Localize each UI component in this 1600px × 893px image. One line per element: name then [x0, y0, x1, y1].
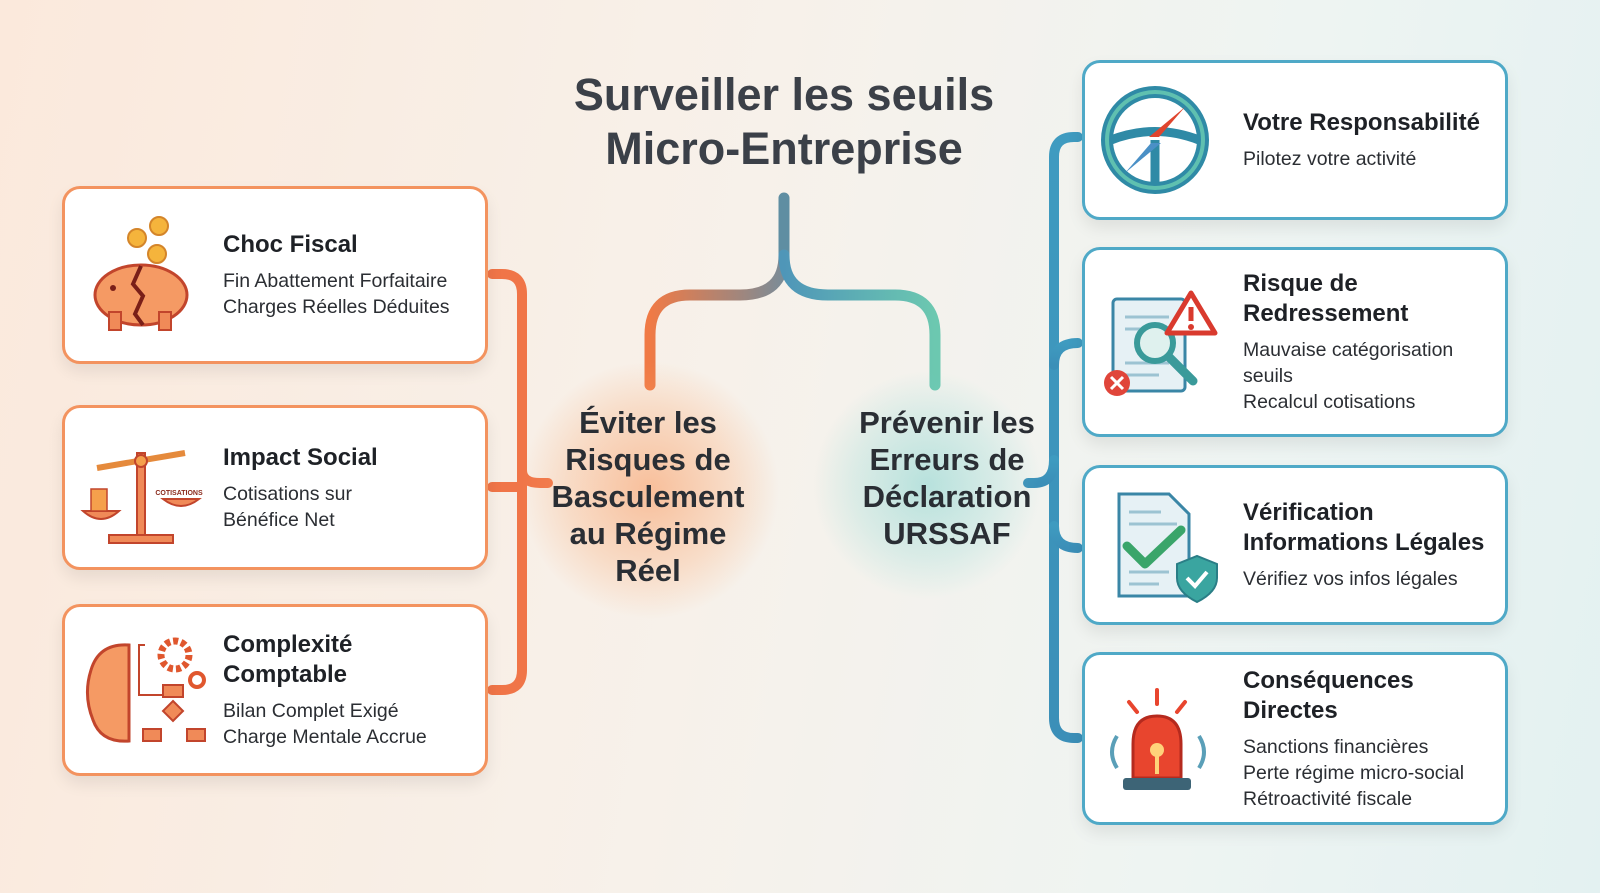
document-magnifier-warning-icon — [1104, 290, 1218, 396]
title-line-1: Surveiller les seuils — [573, 69, 995, 120]
card-line: Bénéfice Net — [223, 508, 335, 531]
card-title: Complexité Comptable — [223, 631, 353, 688]
card-line: Mauvaise catégorisation — [1243, 339, 1454, 361]
node-line: Basculement — [551, 479, 745, 514]
card-line: Perte régime micro-social — [1243, 761, 1465, 784]
card-line: Sanctions financières — [1243, 735, 1429, 758]
left-node-glow — [520, 360, 780, 620]
link-right-node — [778, 249, 941, 391]
card-title: Vérification Informations Légales — [1243, 499, 1485, 556]
card-consequences-directes: Conséquences Directes Sanctions financiè… — [1082, 652, 1508, 825]
right-central-node: Prévenir les Erreurs de Déclaration URSS… — [827, 404, 1067, 552]
card-title: Votre Responsabilité — [1243, 109, 1480, 136]
card-line: Charge Mentale Accrue — [223, 726, 427, 748]
left-central-node: Éviter les Risques de Basculement au Rég… — [528, 404, 768, 589]
card-votre-responsabilite: Votre Responsabilité Pilotez votre activ… — [1082, 60, 1508, 220]
card-title: Conséquences Directes — [1243, 666, 1414, 724]
card-complexite-comptable: Complexité Comptable Bilan Complet Exigé… — [62, 604, 488, 776]
card-risque-redressement: Risque de Redressement Mauvaise catégori… — [1082, 247, 1508, 437]
node-line: Réel — [615, 553, 681, 588]
card-verification-informations-legales: Vérification Informations Légales Vérifi… — [1082, 465, 1508, 625]
brain-gears-flowchart-icon — [86, 637, 206, 743]
card-line: Bilan Complet Exigé — [223, 700, 399, 722]
node-line: Risques de — [565, 442, 731, 477]
card-line: Vérifiez vos infos légales — [1243, 568, 1458, 590]
card-line: Fin Abattement Forfaitaire — [223, 270, 448, 292]
node-line: Prévenir les — [859, 405, 1035, 440]
right-bracket — [1049, 132, 1083, 743]
node-line: Éviter les — [579, 405, 717, 440]
right-node-glow — [812, 370, 1042, 600]
title-line-2: Micro-Entreprise — [605, 123, 963, 174]
steering-wheel-compass-icon — [1101, 86, 1209, 194]
node-line: Erreurs de — [869, 442, 1025, 477]
card-line: Cotisations sur — [223, 482, 352, 505]
card-line: Charges Réelles Déduites — [223, 296, 450, 318]
node-line: Déclaration — [862, 479, 1032, 514]
balance-scale-icon: COTISATIONS — [80, 449, 203, 544]
card-line: seuils — [1243, 365, 1293, 387]
card-title: Impact Social — [223, 443, 378, 471]
card-line: Rétroactivité fiscale — [1243, 787, 1413, 810]
document-check-shield-icon — [1117, 492, 1218, 604]
card-line: Pilotez votre activité — [1243, 148, 1417, 170]
right-branch-card2 — [1049, 338, 1083, 370]
node-line: au Régime — [569, 516, 727, 551]
card-line: Recalcul cotisations — [1243, 391, 1416, 413]
right-branch-node — [1023, 455, 1059, 488]
broken-piggy-bank-icon — [93, 216, 189, 331]
page-title: Surveiller les seuils Micro-Entreprise — [484, 68, 1084, 176]
card-title: Risque de Redressement — [1243, 270, 1409, 327]
card-title: Choc Fiscal — [223, 231, 358, 258]
node-line: URSSAF — [883, 516, 1011, 551]
icon-label: COTISATIONS — [155, 490, 203, 497]
card-impact-social: COTISATIONS Impact Social Cotisations su… — [62, 405, 488, 570]
alarm-siren-icon — [1110, 687, 1206, 790]
link-left-node — [644, 249, 790, 391]
right-branch-card3 — [1049, 521, 1083, 553]
card-choc-fiscal: Choc Fiscal Fin Abattement Forfaitaire C… — [62, 186, 488, 364]
